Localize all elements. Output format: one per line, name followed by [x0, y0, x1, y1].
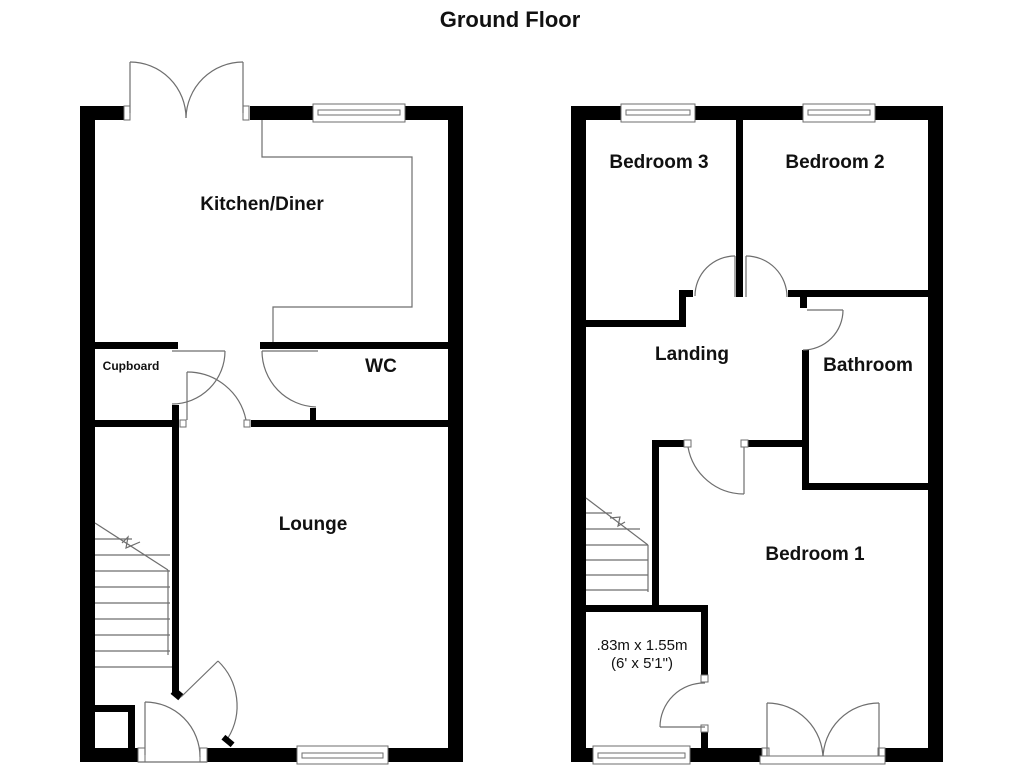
window-icon	[802, 103, 876, 123]
window-icon	[592, 745, 691, 765]
room-dimension-imperial: (6' x 5'1")	[611, 655, 673, 672]
room-label-bedroom-2: Bedroom 2	[785, 152, 884, 173]
front-door-icon	[137, 701, 208, 763]
room-label-kitchen: Kitchen/Diner	[200, 194, 324, 215]
kitchen-counter	[261, 120, 413, 345]
door-icon	[745, 255, 788, 298]
door-icon	[694, 255, 736, 297]
room-label-lounge: Lounge	[279, 514, 348, 535]
ground-floor-plan: Kitchen/Diner Cupboard WC Lounge	[80, 61, 463, 765]
french-doors-icon	[759, 702, 886, 765]
room-dimension-metric: .83m x 1.55m	[597, 637, 688, 654]
room-label-wc: WC	[365, 356, 397, 377]
door-icon	[171, 350, 226, 405]
window-icon	[620, 103, 696, 123]
room-label-bedroom-1: Bedroom 1	[765, 544, 865, 565]
room-label-cupboard: Cupboard	[103, 359, 160, 373]
first-floor-plan: Bedroom 3 Bedroom 2 Landing Bathroom Bed…	[571, 103, 943, 765]
room-label-bedroom-3: Bedroom 3	[609, 152, 708, 173]
door-icon	[683, 439, 749, 495]
window-icon	[296, 745, 389, 765]
room-label-landing: Landing	[655, 344, 729, 365]
door-icon	[170, 660, 238, 748]
staircase-icon	[585, 497, 649, 592]
door-icon	[802, 309, 844, 351]
door-icon	[261, 350, 318, 408]
french-doors-icon	[123, 61, 250, 121]
window-icon	[312, 103, 406, 123]
door-icon	[179, 371, 251, 428]
room-label-bathroom: Bathroom	[823, 355, 913, 376]
door-icon	[659, 674, 709, 733]
plan-title: Ground Floor	[440, 7, 581, 32]
staircase-icon	[94, 522, 172, 668]
